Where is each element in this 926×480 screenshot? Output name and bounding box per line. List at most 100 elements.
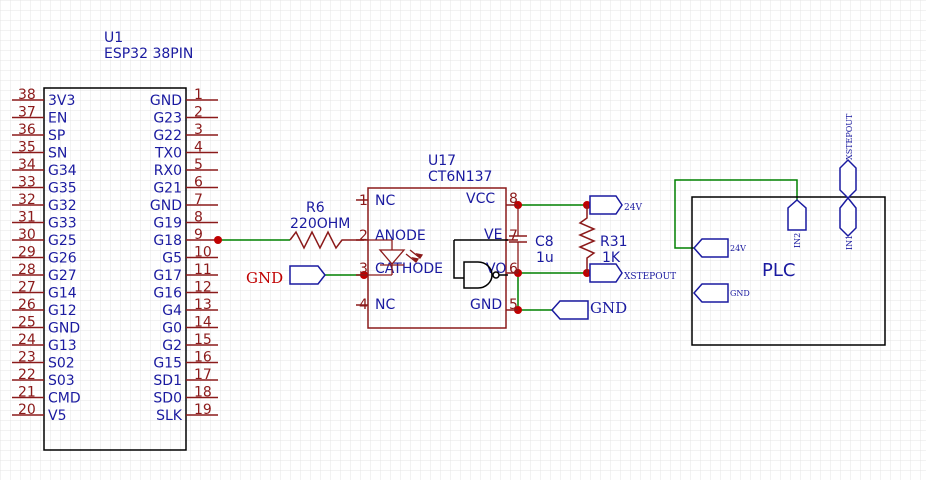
- u1-pin-number: 38: [18, 87, 36, 103]
- plc-in2-label: IN2: [793, 233, 802, 248]
- u1-pin-number: 17: [194, 367, 212, 383]
- u17-pin4-num: 4: [359, 297, 368, 313]
- u1-pin-name: G16: [153, 286, 182, 302]
- u1-pin-number: 7: [194, 192, 203, 208]
- u1-pin-name: G17: [153, 268, 182, 284]
- u1-pin-number: 19: [194, 402, 212, 418]
- net-flag-xstepout-top[interactable]: XSTEPOUT: [839, 113, 857, 200]
- net-flag-gnd-left[interactable]: GND: [246, 265, 326, 287]
- plc-body: [691, 196, 886, 346]
- plc-gnd-flag[interactable]: GND: [692, 283, 750, 303]
- u1-pin-number: 1: [194, 87, 203, 103]
- u17-pin2-name: ANODE: [375, 228, 426, 244]
- u1-pin-name: SP: [48, 128, 65, 144]
- u1-pin-name: TX0: [154, 146, 182, 162]
- xstepout-mid-label: XSTEPOUT: [624, 272, 676, 282]
- u17-pin5-num: 5: [509, 297, 518, 313]
- u17-pin2-num: 2: [359, 228, 368, 244]
- xstepout-top-label: XSTEPOUT: [845, 113, 854, 160]
- u1-right-pin: 5 RX0: [154, 157, 218, 179]
- u1-right-pin: 11 G17: [153, 262, 218, 284]
- plc-gnd-label: GND: [730, 289, 750, 298]
- u1-pin-number: 6: [194, 175, 203, 191]
- u1-right-pin: 14 G0: [162, 315, 218, 337]
- v24-top-label: 24V: [624, 203, 642, 213]
- u17-ref: U17: [428, 153, 456, 169]
- u17-pin8-name: VCC: [466, 191, 495, 207]
- u1-pin-name: G32: [48, 198, 77, 214]
- u1-pin-name: SLK: [156, 408, 183, 424]
- u1-pin-number: 25: [18, 315, 36, 331]
- u1-pin-name: RX0: [154, 163, 182, 179]
- r6-resistor[interactable]: R6 220OHM: [289, 200, 364, 250]
- u17-pin3-num: 3: [359, 261, 368, 277]
- led-icon: [368, 239, 424, 276]
- u17-value: CT6N137: [428, 169, 492, 185]
- u1-pin-name: G2: [162, 338, 182, 354]
- u1-pin-number: 11: [194, 262, 212, 278]
- u1-pin-name: G4: [162, 303, 182, 319]
- u1-pin-number: 22: [18, 367, 36, 383]
- plc-24v-flag[interactable]: 24V: [692, 238, 746, 258]
- u1-pin-number: 14: [194, 315, 212, 331]
- u1-pin-name: G0: [162, 321, 182, 337]
- u1-pin-name: G27: [48, 268, 77, 284]
- wire-plc-24v: [674, 179, 798, 249]
- c8-ref: C8: [535, 234, 554, 250]
- net-flag-24v-top[interactable]: 24V: [589, 195, 642, 215]
- u1-pin-number: 8: [194, 210, 203, 226]
- u1-left-pin: 28 G27: [12, 262, 77, 284]
- u1-pin-name: G26: [48, 251, 77, 267]
- u17-pin1-num: 1: [359, 193, 368, 209]
- u1-pin-name: SN: [48, 146, 67, 162]
- u1-pin-name: G34: [48, 163, 77, 179]
- u1-right-pin: 1 GND: [150, 87, 218, 109]
- u17-optocoupler[interactable]: U17 CT6N137 1 NC 2 ANODE 3 CATHODE 4 NC …: [356, 153, 518, 329]
- u1-pin-name: EN: [48, 111, 67, 127]
- net-flag-xstepout-mid[interactable]: XSTEPOUT: [589, 263, 676, 283]
- u1-pin-name: G12: [48, 303, 77, 319]
- r31-resistor[interactable]: R31 1K: [578, 205, 628, 273]
- u1-pin-name: GND: [150, 198, 182, 214]
- u1-pin-name: CMD: [48, 391, 81, 407]
- u1-left-pin: 26 G12: [12, 297, 77, 319]
- c8-value: 1u: [536, 250, 554, 266]
- u1-pin-name: G33: [48, 216, 77, 232]
- u1-pin-number: 21: [18, 385, 36, 401]
- u1-pin-number: 26: [18, 297, 36, 313]
- net-flag-gnd-right[interactable]: GND: [550, 299, 627, 320]
- u17-pin8-num: 8: [509, 191, 518, 207]
- u1-pin-name: G15: [153, 356, 182, 372]
- plc-24v-label: 24V: [730, 244, 746, 253]
- u17-pin6-num: 6: [509, 261, 518, 277]
- u1-pin-number: 5: [194, 157, 203, 173]
- u1-right-pins: 1GND2G233G224TX05RX06G217GND8G199G1810G5…: [150, 87, 218, 424]
- u1-pin-number: 37: [18, 105, 36, 121]
- u1-pin-number: 15: [194, 332, 212, 348]
- plc-block[interactable]: PLC 24V GND IN2 IN1: [691, 196, 886, 346]
- plc-in2-flag[interactable]: IN2: [787, 198, 807, 248]
- u1-pin-number: 28: [18, 262, 36, 278]
- u1-pin-name: GND: [150, 93, 182, 109]
- u1-pin-name: 3V3: [48, 93, 75, 109]
- plc-in1-flag[interactable]: IN1: [839, 196, 857, 250]
- r31-ref: R31: [600, 234, 628, 250]
- c8-capacitor[interactable]: C8 1u: [509, 205, 554, 273]
- u1-left-pin: 37 EN: [12, 105, 67, 127]
